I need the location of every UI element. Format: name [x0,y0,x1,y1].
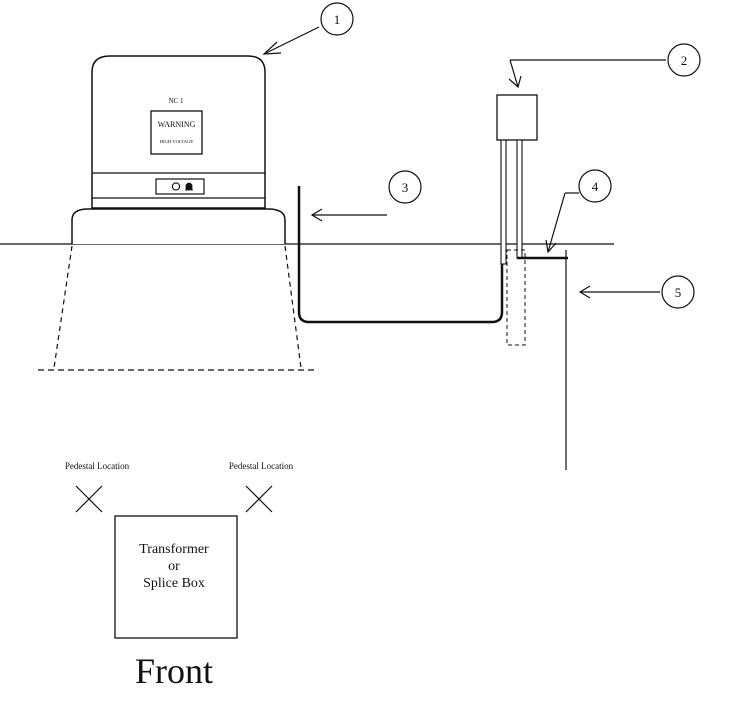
callout-5: 5 [661,275,695,309]
pedestal-stake-left [500,139,507,265]
callout-number: 1 [334,12,341,27]
buried-post-dashed [506,249,526,346]
buried-cable [297,186,504,324]
plan-view: Pedestal Location Pedestal Location Tran… [65,461,294,691]
transformer-splice-box [114,515,238,639]
pedestal-location-label-right: Pedestal Location [229,461,294,471]
callout-circle [388,170,422,204]
warning-text: HIGH VOLTAGE [160,139,194,144]
leader-arrow-3 [310,208,387,222]
callout-number: 3 [402,180,409,195]
pedestal-location-label-left: Pedestal Location [65,461,130,471]
pedestal-box [496,94,538,141]
box-label-line-1: Transformer [139,542,209,557]
callout-4: 4 [578,169,612,203]
callout-number: 2 [681,53,688,68]
transformer-name: NC 1 [169,97,184,105]
leader-arrow-4 [545,192,579,254]
x-mark-left-icon [75,485,103,513]
callout-circle [320,2,354,36]
latch-circle-icon [171,182,181,191]
leader-arrow-1 [262,26,320,55]
callout-number: 5 [675,285,682,300]
pedestal-stake-right [516,139,523,259]
box-label-line-2: or [168,559,180,574]
leader-arrow-5 [578,285,660,299]
warning-title: WARNING [158,120,196,129]
footing-left-dashed [53,245,73,369]
callout-3: 3 [388,170,422,204]
callout-circle [578,169,612,203]
front-label: Front [135,651,213,691]
leader-arrow-2 [508,59,666,89]
transformer-base [71,208,286,244]
footing-right-dashed [284,245,302,369]
padlock-icon [185,182,193,191]
pedestal [496,94,538,346]
callout-circle [667,43,701,77]
x-mark-right-icon [245,485,273,513]
callout-number: 4 [592,179,599,194]
pad-mounted-transformer: NC 1 WARNING HIGH VOLTAGE [38,55,318,371]
warning-sign [150,110,203,155]
callout-circle [661,275,695,309]
callout-2: 2 [667,43,701,77]
callout-1: 1 [320,2,354,36]
box-label-line-3: Splice Box [143,576,205,591]
